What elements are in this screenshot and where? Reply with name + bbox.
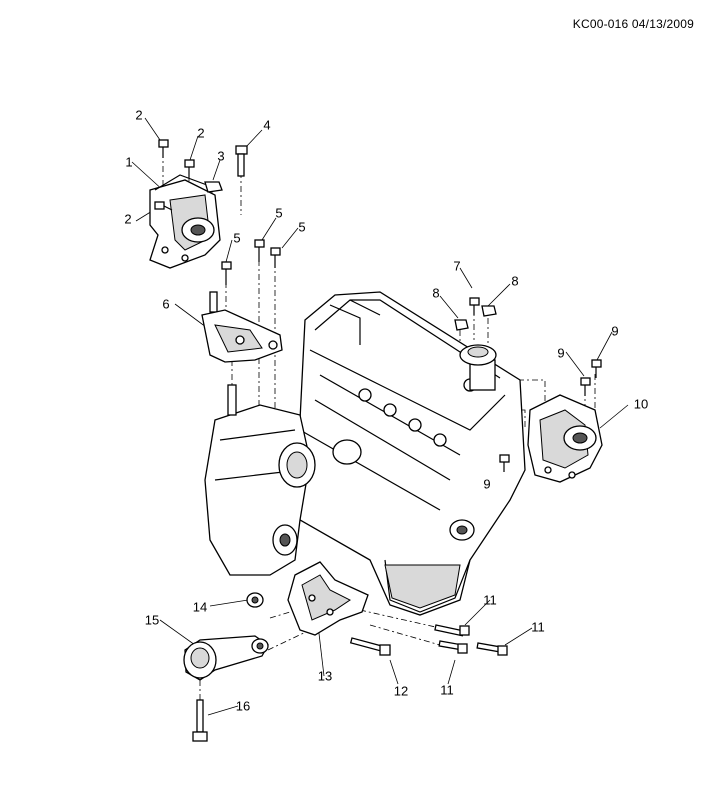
part-2-bolts [154, 139, 195, 211]
part-12-bolt [349, 637, 391, 656]
callout-13: 13 [317, 668, 333, 684]
part-15-torque-strut [183, 635, 269, 681]
callout-12: 12 [393, 683, 409, 699]
callout-7: 7 [453, 258, 461, 274]
part-9-bolts [499, 359, 602, 472]
callout-4: 4 [263, 117, 271, 133]
callout-10: 10 [633, 396, 649, 412]
callout-2b: 2 [197, 125, 205, 141]
part-14-nut [246, 592, 264, 608]
part-16-bolt [192, 699, 208, 742]
engine-block [284, 291, 526, 616]
callout-14: 14 [192, 599, 208, 615]
callout-1: 1 [125, 154, 133, 170]
callout-3: 3 [217, 148, 225, 164]
callout-16: 16 [235, 698, 251, 714]
part-10-engine-mount [527, 394, 603, 483]
callout-6: 6 [162, 296, 170, 312]
transmission [204, 384, 316, 576]
part-6-transmission-bracket [201, 291, 283, 363]
part-3-nut [204, 181, 223, 193]
callout-8a: 8 [432, 285, 440, 301]
callout-8b: 8 [511, 273, 519, 289]
part-5-bolts [221, 239, 281, 285]
part-11-bolts [434, 624, 508, 656]
engine-mount-top-right [459, 344, 497, 366]
callout-11b: 11 [531, 619, 545, 635]
callout-9a: 9 [611, 323, 619, 339]
callout-11c: 11 [440, 682, 454, 698]
part-7-bolt [469, 297, 480, 315]
callout-5c: 5 [233, 230, 241, 246]
callout-5b: 5 [298, 219, 306, 235]
callout-9b: 9 [557, 345, 565, 361]
part-1-engine-mount-bracket [149, 174, 221, 269]
callout-15: 15 [144, 612, 160, 628]
callout-5a: 5 [275, 205, 283, 221]
part-4-stud [235, 145, 248, 177]
callout-2c: 2 [124, 211, 132, 227]
document-id: KC00-016 04/13/2009 [572, 17, 694, 31]
part-13-lower-bracket [287, 561, 369, 636]
callout-11a: 11 [483, 592, 497, 608]
callout-9c: 9 [483, 476, 491, 492]
part-8-nuts [454, 305, 497, 331]
leader-lines [131, 117, 629, 716]
callout-2a: 2 [135, 107, 143, 123]
